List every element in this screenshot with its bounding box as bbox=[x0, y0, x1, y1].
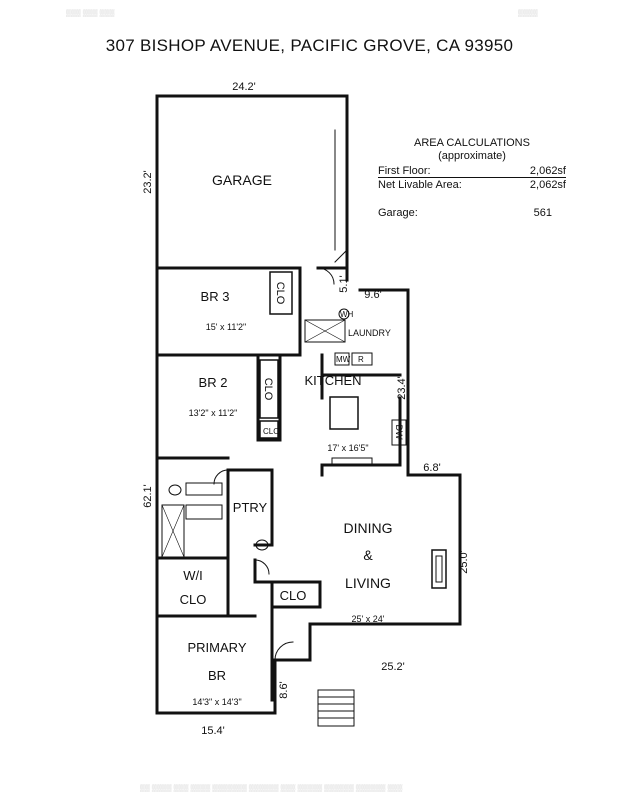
microwave-label: MW bbox=[336, 355, 351, 364]
bathtub bbox=[185, 482, 223, 496]
door-swing bbox=[213, 469, 229, 485]
area-calculations-title: AREA CALCULATIONS bbox=[414, 137, 530, 149]
area-row-value: 2,062sf bbox=[529, 179, 566, 191]
room-pantry: PTRY bbox=[233, 500, 268, 515]
closet-label-br2-small: CLO bbox=[263, 427, 279, 436]
water-heater bbox=[338, 308, 350, 320]
closet-br3 bbox=[269, 271, 293, 315]
closet-br2-small bbox=[259, 420, 279, 439]
dim-living-width: 25.2' bbox=[381, 661, 405, 673]
room-living: LIVING bbox=[345, 575, 391, 591]
shower bbox=[161, 504, 185, 558]
area-row-first-floor: First Floor: 2,062sf bbox=[378, 165, 566, 178]
room-dining-size: 25' x 24' bbox=[352, 614, 385, 624]
room-primary-size: 14'3" x 14'3" bbox=[192, 697, 241, 707]
area-row-value: 561 bbox=[533, 207, 552, 219]
vanity bbox=[185, 504, 223, 520]
room-primary-label-1: PRIMARY bbox=[188, 640, 247, 655]
washer-dryer bbox=[304, 319, 346, 343]
dishwasher bbox=[391, 419, 407, 446]
toilet-2 bbox=[255, 539, 269, 551]
closet-label-br3: CLO bbox=[274, 282, 286, 305]
area-row-label: Garage: bbox=[378, 207, 418, 219]
dim-living-depth: 25.0' bbox=[458, 550, 470, 574]
room-amp: & bbox=[363, 547, 373, 563]
dim-overall-depth: 62.1' bbox=[142, 484, 154, 508]
room-dining: DINING bbox=[344, 520, 393, 536]
dim-laundry-width: 9.6' bbox=[364, 289, 381, 301]
dim-kitchen-step: 6.8' bbox=[423, 462, 440, 474]
door-swing bbox=[274, 641, 294, 661]
dim-kitchen-depth: 23.4' bbox=[396, 376, 408, 400]
room-kitchen: KITCHEN bbox=[304, 373, 361, 388]
area-row-value: 2,062sf bbox=[529, 165, 566, 177]
dim-top-width: 24.2' bbox=[232, 81, 256, 93]
fireplace bbox=[431, 549, 447, 589]
area-row-garage: Garage: 561 bbox=[378, 207, 566, 219]
closet-label-hall: CLO bbox=[280, 588, 307, 603]
dim-bottom-width: 15.4' bbox=[201, 725, 225, 737]
refrigerator-label: R bbox=[358, 355, 364, 364]
area-calculations-heading: AREA CALCULATIONS (approximate) bbox=[378, 137, 566, 163]
kitchen-island bbox=[329, 396, 359, 430]
refrigerator bbox=[351, 352, 373, 366]
room-br3-size: 15' x 11'2" bbox=[206, 322, 247, 332]
dishwasher-label: DW bbox=[394, 425, 404, 440]
porch-stairs bbox=[317, 689, 355, 727]
scan-artifact-top-right: ▒▒▒▒ bbox=[518, 10, 538, 17]
room-wic-label-2: CLO bbox=[180, 592, 207, 607]
room-kitchen-size: 17' x 16'5" bbox=[327, 443, 368, 453]
dim-porch: 8.6' bbox=[278, 681, 290, 698]
closet-label-br2: CLO bbox=[262, 378, 274, 401]
microwave bbox=[334, 352, 350, 366]
cooktop bbox=[331, 457, 373, 467]
area-row-label: First Floor: bbox=[378, 165, 431, 177]
room-br2: BR 2 bbox=[199, 375, 228, 390]
door-swing bbox=[254, 559, 270, 575]
toilet bbox=[168, 484, 182, 496]
room-primary-label-2: BR bbox=[208, 668, 226, 683]
scan-artifact-bottom: ▒▒ ▒▒▒▒ ▒▒▒ ▒▒▒▒ ▒▒▒▒▒▒▒ ▒▒▒▒▒▒ ▒▒▒ ▒▒▒▒… bbox=[140, 785, 403, 792]
water-heater-label: WH bbox=[340, 310, 354, 319]
scan-artifact-top-left: ▒▒▒ ▒▒▒ ▒▒▒ bbox=[66, 10, 115, 17]
area-row-net-livable: Net Livable Area: 2,062sf bbox=[378, 179, 566, 191]
room-wic-label-1: W/I bbox=[183, 568, 203, 583]
dim-entry: 5.1' bbox=[338, 275, 350, 292]
room-garage: GARAGE bbox=[212, 172, 272, 188]
area-calculations-subtitle: (approximate) bbox=[438, 150, 506, 162]
page-title: 307 BISHOP AVENUE, PACIFIC GROVE, CA 939… bbox=[105, 36, 514, 55]
door-swing bbox=[317, 267, 335, 285]
closet-br2 bbox=[259, 359, 279, 419]
interior-walls bbox=[155, 266, 402, 702]
dim-garage-depth: 23.2' bbox=[142, 170, 154, 194]
area-row-label: Net Livable Area: bbox=[378, 179, 462, 191]
room-laundry: LAUNDRY bbox=[348, 328, 391, 338]
room-br3: BR 3 bbox=[201, 289, 230, 304]
exterior-walls bbox=[155, 94, 462, 715]
room-br2-size: 13'2" x 11'2" bbox=[189, 408, 238, 418]
